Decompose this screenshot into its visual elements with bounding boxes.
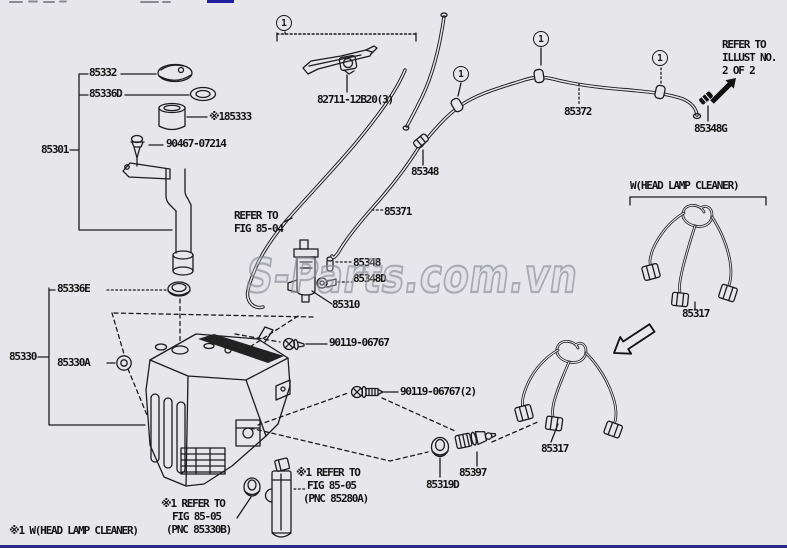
headlamp-harness-lower-drawing xyxy=(514,339,623,443)
footnote-whead: ※1 W(HEAD LAMP CLEANER) xyxy=(9,524,139,537)
note-refer-illust-line1: REFER TO xyxy=(722,38,767,51)
bottom-bar xyxy=(0,545,787,548)
note-refer-fig8505b-line1: ※1 REFER TO xyxy=(161,497,226,510)
part-label-85310: 85310 xyxy=(332,298,360,311)
callout-1-circle-clip-right: 1 xyxy=(652,50,668,66)
washer-hoses-drawing xyxy=(245,12,736,310)
note-refer-fig8505b-line3: (PNC 85330B) xyxy=(166,523,232,536)
part-label-85348-top: 85348 xyxy=(411,165,439,178)
tank-cap-85336e-drawing xyxy=(48,281,191,345)
part-label-85348d: 85348D xyxy=(353,272,387,285)
part-label-85348g: 85348G xyxy=(694,122,728,135)
note-refer-fig8505a-line3: (PNC 85280A) xyxy=(303,492,369,505)
part-label-85371: 85371 xyxy=(384,205,412,218)
callout-1-circle-bracket: 1 xyxy=(276,15,292,31)
part-label-90467: 90467-07214 xyxy=(166,137,227,150)
note-refer-fig8505a-line1: ※1 REFER TO xyxy=(296,466,361,479)
callout-1-circle-clip-mid: 1 xyxy=(533,31,549,47)
part-label-85372: 85372 xyxy=(564,105,592,118)
note-refer-fig8505a-line2: FIG 85-05 xyxy=(307,479,357,492)
mounting-screws-drawing xyxy=(282,337,399,399)
headlamp-harness-upper-drawing xyxy=(641,203,738,311)
tank-group-bracket xyxy=(37,287,148,426)
whead-bracket xyxy=(629,196,767,206)
part-label-85330: 85330 xyxy=(9,350,37,363)
note-refer-illust-line2: ILLUST NO. xyxy=(722,51,777,64)
part-label-85397: 85397 xyxy=(459,466,487,479)
note-refer-fig8504-line1: REFER TO xyxy=(234,209,279,222)
note-refer-illust-line3: 2 OF 2 xyxy=(722,64,756,77)
check-valve-drawing xyxy=(430,431,497,478)
part-label-85333: ※185333 xyxy=(209,110,252,123)
part-label-85317-upper: 85317 xyxy=(682,307,710,320)
exploded-dashed-lines xyxy=(111,312,541,462)
part-label-85336d: 85336D xyxy=(89,87,123,100)
part-label-90119-1: 90119-06767 xyxy=(329,336,390,349)
part-label-85332: 85332 xyxy=(89,66,117,79)
wiper-bracket-82711-drawing xyxy=(276,31,417,93)
part-label-90119-2: 90119-06767(2) xyxy=(400,385,477,398)
part-label-85330a: 85330A xyxy=(57,356,91,369)
cropped-link-underline[interactable] xyxy=(207,0,234,3)
washer-nozzle-assembly-drawing xyxy=(69,63,217,276)
part-label-85317-lower: 85317 xyxy=(541,442,569,455)
callout-1-circle-clip-left: 1 xyxy=(453,66,469,82)
part-label-85348-mid: 85348 xyxy=(353,256,381,269)
part-label-85336e: 85336E xyxy=(57,282,91,295)
down-left-arrow-icon xyxy=(613,323,656,355)
watermark: S-Parts.com.vn xyxy=(241,248,583,305)
washer-pump-drawing xyxy=(287,239,353,305)
whead-bracket-label: W(HEAD LAMP CLEANER) xyxy=(630,179,740,192)
page-top-cropped-text xyxy=(9,0,171,3)
washer-tank-drawing xyxy=(145,326,291,487)
part-label-85319d: 85319D xyxy=(426,478,460,491)
part-label-82711: 82711-12B20(3) xyxy=(317,93,394,106)
note-refer-fig8504-line2: FIG 85-04 xyxy=(234,222,284,235)
part-label-85301: 85301 xyxy=(41,143,69,156)
note-refer-fig8505b-line2: FIG 85-05 xyxy=(172,510,222,523)
headlamp-pump-drawing xyxy=(236,457,306,538)
refer-illust-arrow-icon xyxy=(710,78,736,104)
